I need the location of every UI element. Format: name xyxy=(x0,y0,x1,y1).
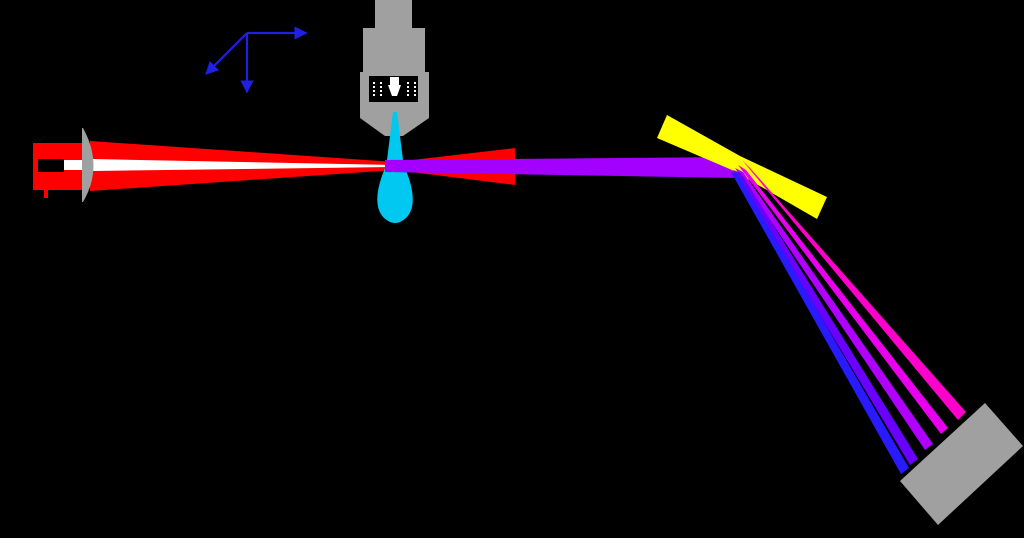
spectrum-band-mid-inner xyxy=(735,168,933,450)
dispersed-spectrum xyxy=(731,160,966,474)
laser-source xyxy=(33,143,86,198)
spectrum-band-inner xyxy=(733,170,918,465)
jet-upper-stream xyxy=(387,112,403,160)
spectrum-band-outer xyxy=(742,160,966,420)
detector xyxy=(900,403,1023,525)
nozzle-top-stem xyxy=(375,0,412,30)
nozzle-capillary xyxy=(373,77,416,98)
xray-beam xyxy=(385,157,738,178)
coordinate-axes xyxy=(205,26,308,94)
laser-aperture xyxy=(38,159,64,172)
jet-droplet xyxy=(377,168,413,223)
reflective-grating xyxy=(657,115,827,219)
nozzle-upper-body xyxy=(363,28,425,72)
laser-core-beam xyxy=(64,160,82,170)
spectrum-band-mid-outer xyxy=(738,165,948,434)
nozzle-assembly xyxy=(360,0,429,136)
laser-core-ray xyxy=(92,159,395,171)
spectrum-band-edge xyxy=(731,172,909,474)
axis-z-arrow xyxy=(205,32,248,75)
focusing-lens xyxy=(82,128,94,202)
liquid-jet xyxy=(377,112,413,223)
